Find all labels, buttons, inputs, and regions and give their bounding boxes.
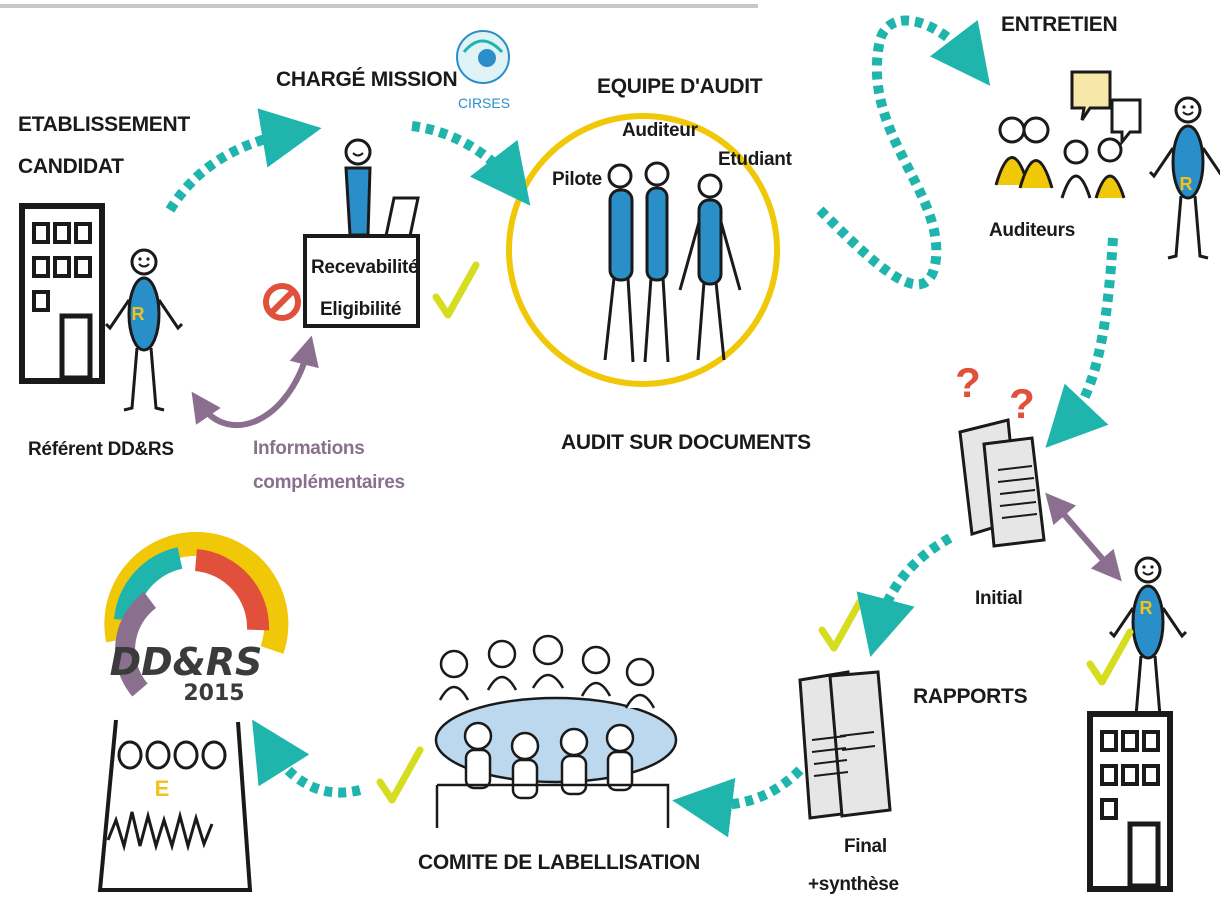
document-icon-initial [958, 418, 1046, 548]
referent-label: Référent DD&RS [28, 439, 174, 460]
arrow-to-initial [1045, 237, 1118, 448]
arrow-to-charge-mission [165, 108, 322, 213]
etudiant-label: Etudiant [718, 149, 792, 170]
arrow-to-entretien [816, 15, 991, 290]
charge-mission-figure [344, 138, 420, 238]
question-mark-icon: ? [1009, 380, 1035, 427]
flow-arrows [165, 15, 1118, 838]
informations-label: Informations complémentaires [253, 437, 405, 495]
equipe-audit-label: EQUIPE D'AUDIT [597, 75, 763, 98]
referent-badge-rapport: R [1140, 598, 1153, 618]
etablissement-line1: ETABLISSEMENT [18, 113, 190, 136]
arrow-to-comite [672, 766, 804, 838]
audit-documents-label: AUDIT SUR DOCUMENTS [561, 431, 811, 454]
informations-line2: complémentaires [253, 471, 405, 493]
checkmark-icon [380, 750, 420, 800]
eligibilite-label: Eligibilité [320, 299, 402, 320]
trophy-title: DD&RS [110, 640, 263, 684]
referent-badge: R [132, 304, 145, 324]
arrow-to-label [252, 719, 362, 798]
referent-figure [104, 248, 184, 412]
pilote-label: Pilote [552, 169, 602, 190]
referent-figure-rapport [1108, 556, 1188, 720]
initial-label: Initial [975, 588, 1023, 609]
arrow-to-final [856, 533, 953, 658]
auditeur-label: Auditeur [622, 120, 698, 141]
final-line2: +synthèse [808, 873, 899, 895]
no-entry-icon [263, 283, 301, 321]
referent-badge-entretien: R [1180, 174, 1193, 194]
auditeurs-label: Auditeurs [989, 220, 1075, 241]
question-mark-icon: ? [955, 359, 981, 406]
trophy-badge: E [155, 776, 170, 801]
cirses-logo [456, 30, 510, 84]
final-line1: Final [843, 836, 887, 857]
comite-meeting-illustration [434, 634, 678, 828]
document-icon-final [798, 670, 892, 820]
recevabilite-label: Recevabilité [311, 257, 419, 278]
checkmark-icon [436, 265, 476, 315]
building-icon [22, 206, 102, 381]
trophy-year: 2015 [183, 681, 244, 706]
rapports-label: RAPPORTS [913, 685, 1028, 708]
arrow-to-audit-team [411, 121, 531, 206]
trophy-logo [97, 531, 289, 892]
speech-bubble-icon [1070, 70, 1142, 147]
cirses-logo-label: CIRSES [458, 95, 510, 111]
checkmark-icon [1090, 632, 1130, 682]
informations-line1: Informations [253, 438, 365, 459]
building-icon [1090, 714, 1170, 889]
charge-mission-label: CHARGÉ MISSION [276, 68, 458, 91]
etablissement-line2: CANDIDAT [18, 155, 124, 179]
recevabilite-desk [303, 234, 420, 328]
arrow-initial-referent [1045, 492, 1122, 582]
etablissement-label: ETABLISSEMENT CANDIDAT [18, 112, 190, 181]
comite-label: COMITE DE LABELLISATION [418, 851, 701, 874]
arrow-informations [191, 335, 319, 428]
audit-team-figures [603, 161, 742, 363]
final-label: Final +synthèse [808, 835, 899, 897]
checkmark-icon [822, 598, 862, 648]
auditeurs-group-figures [994, 116, 1126, 199]
entretien-label: ENTRETIEN [1001, 13, 1118, 36]
